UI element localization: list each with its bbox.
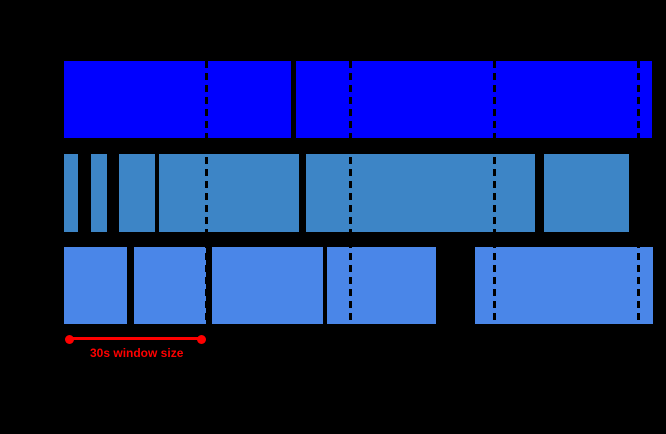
window-boundary-dashed-line (493, 61, 496, 324)
window-boundary-dashed-line (637, 61, 640, 324)
row-3-window-bar (134, 247, 206, 324)
window-boundary-dashed-line (205, 61, 208, 324)
window-size-label: 30s window size (90, 346, 184, 360)
row-3-window-bar (64, 247, 127, 324)
row-3-window-bar (475, 247, 653, 324)
window-size-arrow-left-dot (64, 334, 74, 344)
row-3-window-bar (212, 247, 323, 324)
window-boundary-dashed-line (349, 61, 352, 324)
row-1-window-bar (64, 61, 291, 138)
row-2-window-bar (64, 154, 78, 232)
row-2-window-bar (159, 154, 299, 232)
row-2-window-bar (544, 154, 629, 232)
window-size-arrow-line (66, 337, 204, 340)
row-2-window-bar (119, 154, 155, 232)
row-3-window-bar (327, 247, 436, 324)
row-2-window-bar (91, 154, 107, 232)
row-2-window-bar (306, 154, 535, 232)
row-1-window-bar (296, 61, 652, 138)
window-size-arrow-right-dot (196, 334, 206, 344)
